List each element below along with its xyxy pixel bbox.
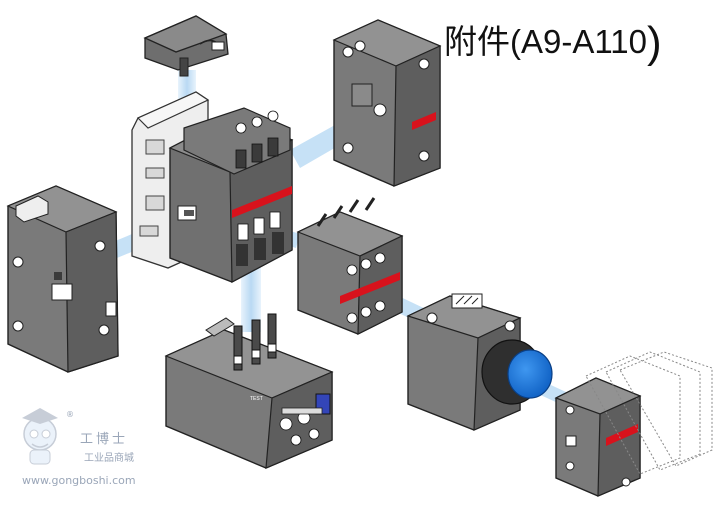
side-auxiliary-right <box>332 19 442 187</box>
contactor-red-stripe <box>232 186 292 218</box>
page-title: 附件(A9-A110) <box>444 14 662 67</box>
contactor-main <box>131 91 294 283</box>
test-label: TEST <box>250 396 263 402</box>
front-auxiliary-block <box>296 197 404 335</box>
watermark-url: www.gongboshi.com <box>22 474 136 487</box>
knob-aux-red-stripe <box>606 424 638 446</box>
title-close-paren: ) <box>646 18 662 67</box>
top-cover-accessory <box>143 15 229 77</box>
watermark-registered: ® <box>66 410 74 419</box>
knob-side-auxiliary <box>554 351 713 497</box>
thermal-overload-relay <box>164 313 334 469</box>
aux-right-red-stripe <box>412 112 436 130</box>
watermark-subtitle: 工业品商城 <box>84 453 134 464</box>
watermark-brand: 工博士 <box>80 432 129 447</box>
timer-module <box>406 293 553 431</box>
timer-knob <box>507 349 553 399</box>
watermark-logo <box>22 408 58 465</box>
title-text: 附件(A9-A110 <box>444 23 647 60</box>
front-block-red-stripe <box>340 272 400 304</box>
side-auxiliary-left <box>6 185 119 373</box>
